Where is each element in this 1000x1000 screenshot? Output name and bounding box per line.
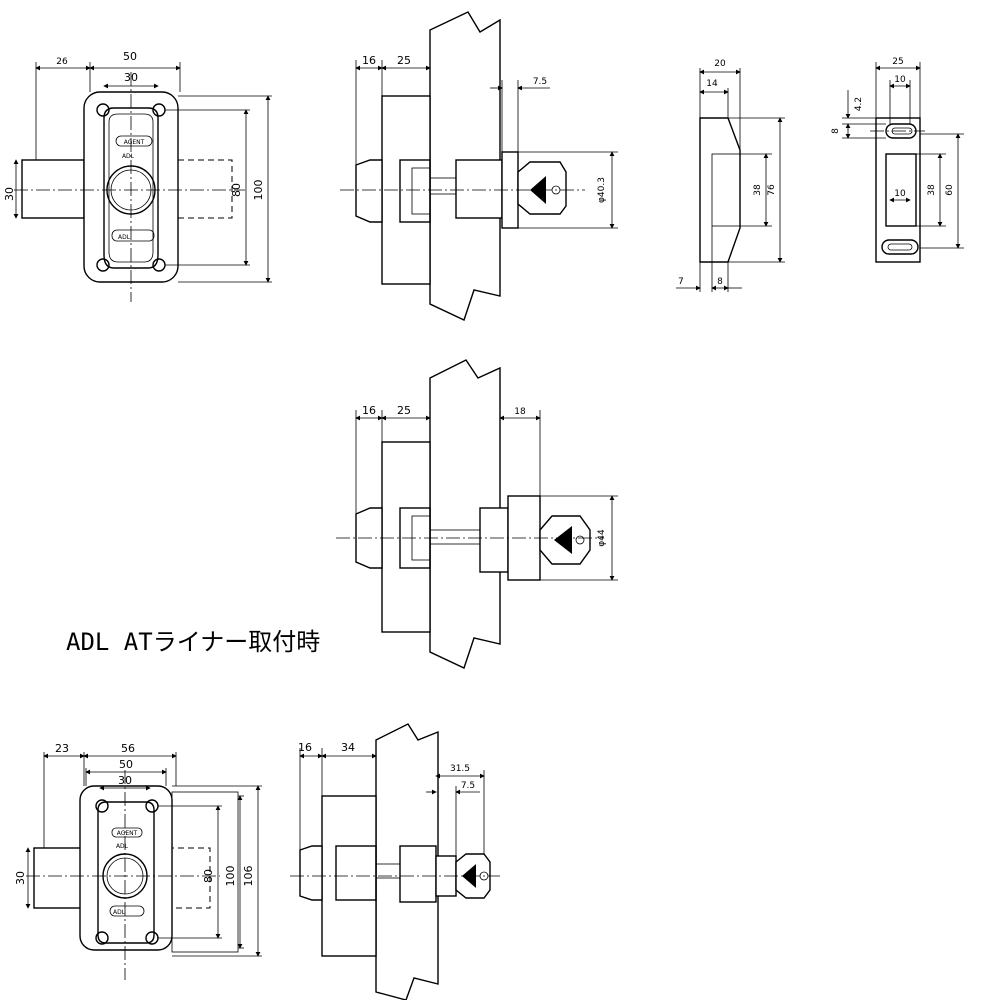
- liner-front-view: AGENT ADL ADL 23 56 50 30 30 80: [14, 742, 262, 980]
- side-dim-7-5: 7.5: [533, 77, 547, 87]
- liner-side-view: 16 34 31.5 7.5: [290, 723, 500, 1000]
- liner-adl-small-label: ADL: [113, 909, 126, 916]
- side2-dim-25: 25: [397, 404, 411, 417]
- front-dim-50: 50: [123, 50, 137, 63]
- side-view-2: 16 25 18 φ44: [336, 359, 618, 669]
- liner-dim-23: 23: [55, 742, 69, 755]
- strike-dim-20: 20: [714, 59, 726, 69]
- front-view: AGENT ADL ADL 26 50 30 30 80 100: [3, 50, 272, 302]
- strike-front-dim-10-mid: 10: [894, 189, 906, 199]
- front-dim-30: 30: [124, 71, 138, 84]
- side-dim-dia: φ40.3: [597, 177, 607, 203]
- front-dim-100: 100: [252, 180, 265, 201]
- strike-front-view: 25 10 4.2 8 10 38 60: [831, 57, 964, 263]
- liner-dim-106: 106: [242, 866, 255, 887]
- strike-front-dim-25: 25: [892, 57, 903, 67]
- side-view: 16 25 7.5 φ40.3: [340, 11, 618, 321]
- front-dim-30-left: 30: [3, 187, 16, 201]
- model-label: ADL: [122, 153, 135, 160]
- liner-dim-30-left: 30: [14, 871, 27, 885]
- side2-dim-18: 18: [514, 407, 526, 417]
- liner-model-label: ADL: [116, 843, 129, 850]
- strike-dim-7: 7: [678, 277, 684, 287]
- strike-side-view: 20 14 38 76 7 8: [676, 59, 785, 292]
- liner-dim-100: 100: [224, 866, 237, 887]
- agent-badge: AGENT: [124, 139, 145, 146]
- side2-dim-dia: φ44: [597, 529, 607, 547]
- strike-dim-38: 38: [753, 184, 763, 196]
- strike-front-dim-60: 60: [945, 184, 955, 196]
- side2-dim-16: 16: [362, 404, 376, 417]
- strike-front-dim-4-2: 4.2: [854, 97, 864, 111]
- strike-dim-14: 14: [706, 79, 718, 89]
- front-dim-26: 26: [56, 57, 68, 67]
- liner-dim-80: 80: [202, 869, 215, 883]
- adl-small-label: ADL: [118, 234, 131, 241]
- liner-dim-56: 56: [121, 742, 135, 755]
- liner-dim-50: 50: [119, 758, 133, 771]
- liner-agent-badge: AGENT: [117, 830, 138, 837]
- caption-title: ADL ATライナー取付時: [66, 628, 321, 656]
- strike-dim-8: 8: [717, 277, 723, 287]
- strike-dim-76: 76: [767, 184, 777, 196]
- liner-side-dim-34: 34: [341, 741, 355, 754]
- liner-dim-30: 30: [118, 774, 132, 787]
- side-dim-25: 25: [397, 54, 411, 67]
- liner-side-dim-16: 16: [298, 741, 312, 754]
- strike-front-dim-38: 38: [927, 184, 937, 196]
- strike-front-dim-8: 8: [831, 128, 841, 134]
- strike-front-dim-10-top: 10: [894, 75, 906, 85]
- liner-side-dim-31-5: 31.5: [450, 764, 470, 774]
- side-dim-16: 16: [362, 54, 376, 67]
- liner-side-dim-7-5: 7.5: [461, 781, 475, 791]
- front-dim-80: 80: [230, 183, 243, 197]
